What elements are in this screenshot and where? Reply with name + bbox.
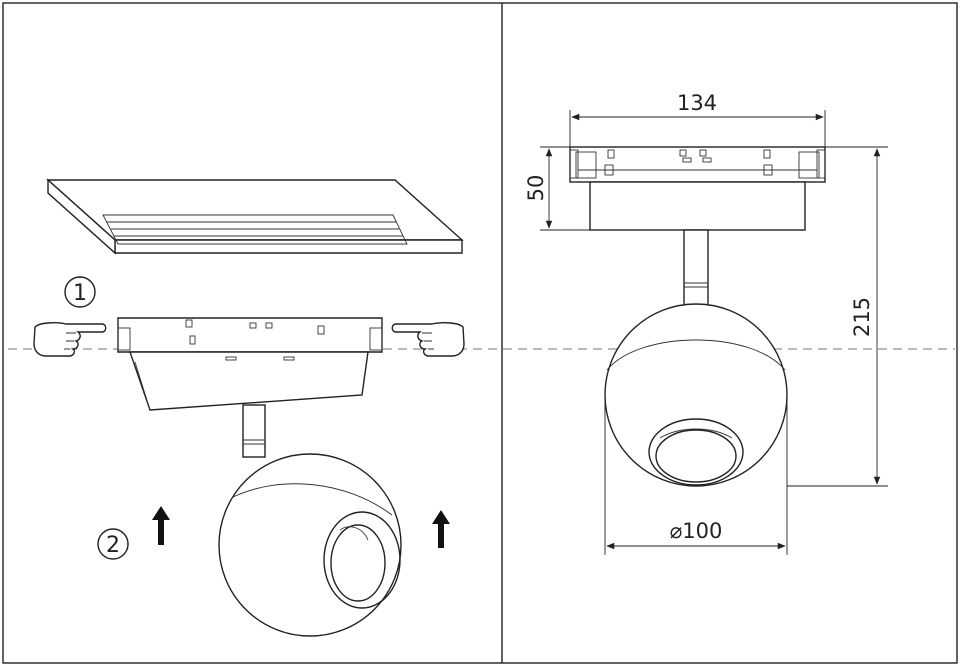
left-panel: 1 — [33, 178, 465, 637]
step-2-marker: 2 — [97, 528, 129, 560]
arrow-up-icon — [432, 510, 450, 548]
dimension-total-height-label: 215 — [850, 297, 874, 337]
dimension-adapter-height-label: 50 — [524, 175, 548, 202]
dimension-adapter-height: 50 — [524, 146, 590, 231]
track-plate — [46, 178, 464, 255]
arrow-up-icon — [152, 506, 170, 545]
adapter-front-view — [569, 146, 826, 231]
hand-pointing-icon — [33, 322, 107, 357]
dimension-diameter-label: ⌀100 — [670, 519, 723, 543]
step-1-label: 1 — [73, 281, 87, 306]
dimension-width: 134 — [569, 91, 826, 147]
lamp-head-front — [604, 303, 788, 487]
lamp-stem — [242, 404, 266, 458]
dimension-width-label: 134 — [677, 91, 717, 115]
dimension-total-height: 215 — [787, 146, 888, 487]
dimension-diameter: ⌀100 — [604, 400, 788, 555]
hand-pointing-icon — [391, 322, 465, 357]
track-adapter — [117, 317, 383, 411]
lamp-stem-front — [683, 229, 709, 311]
step-1-marker: 1 — [64, 276, 96, 308]
right-panel: 134 50 215 ⌀100 — [524, 91, 888, 555]
lamp-head — [218, 453, 402, 637]
step-2-label: 2 — [106, 533, 120, 558]
